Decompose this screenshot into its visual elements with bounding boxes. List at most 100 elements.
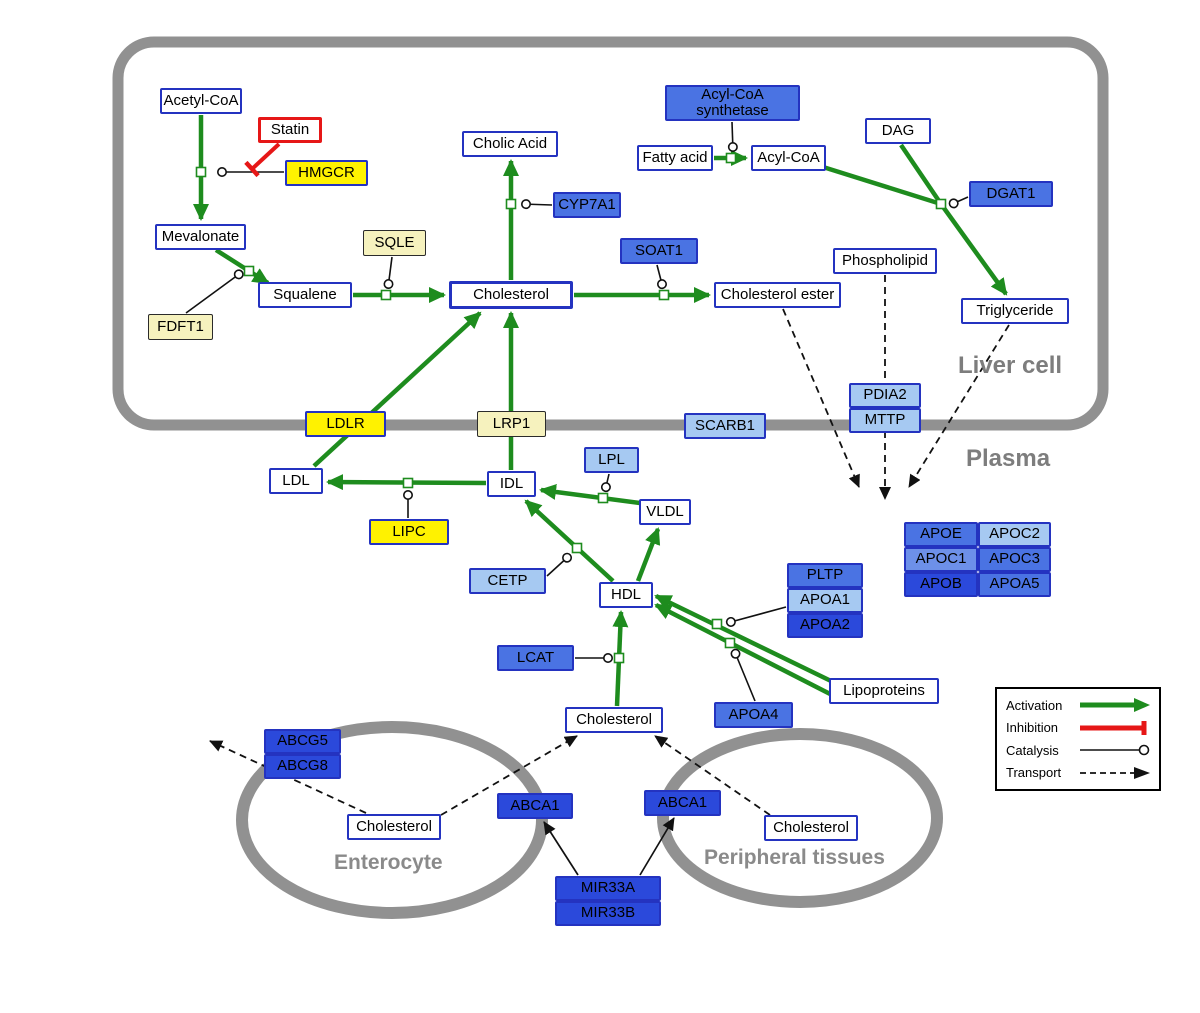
reaction-anchor (597, 492, 609, 504)
edge-dgat1-junction-to-triglyceride (939, 202, 1008, 296)
node-pdia2[interactable]: PDIA2 (849, 383, 921, 408)
node-ldlr[interactable]: LDLR (305, 411, 386, 437)
node-lcat[interactable]: LCAT (497, 645, 574, 671)
node-abca1-left[interactable]: ABCA1 (497, 793, 573, 819)
transport-dashed-arrow-icon (1080, 766, 1150, 779)
reaction-anchor (935, 198, 947, 210)
node-mttp[interactable]: MTTP (849, 408, 921, 433)
node-dag[interactable]: DAG (865, 118, 931, 144)
edge-dgat1-catalysis (948, 196, 969, 209)
node-idl[interactable]: IDL (487, 471, 536, 497)
node-apoa2[interactable]: APOA2 (787, 613, 863, 638)
reaction-anchor (380, 289, 392, 301)
node-soat1[interactable]: SOAT1 (620, 238, 698, 264)
node-cholesterol-enterocyte[interactable]: Cholesterol (347, 814, 441, 840)
node-phospholipid[interactable]: Phospholipid (833, 248, 937, 274)
edge-fdft1-catalysis (185, 269, 244, 314)
node-acyl-coa-synthetase[interactable]: Acyl-CoA synthetase (665, 85, 800, 121)
enterocyte-membrane (236, 721, 548, 919)
peripheral-tissues-label: Peripheral tissues (704, 846, 885, 869)
edge-acyl-coa-synthetase-catalysis (727, 121, 738, 153)
node-mir33a[interactable]: MIR33A (555, 876, 661, 901)
edge-mir33-to-abca1-right (639, 817, 675, 876)
edge-hdl-to-idl (524, 499, 615, 583)
node-sqle[interactable]: SQLE (363, 230, 426, 256)
node-cholesterol-liver[interactable]: Cholesterol (449, 281, 573, 309)
edge-lipoproteins-to-hdl-upper (654, 593, 832, 684)
node-abcg8[interactable]: ABCG8 (264, 754, 341, 779)
node-cholesterol-ester[interactable]: Cholesterol ester (714, 282, 841, 308)
node-fdft1[interactable]: FDFT1 (148, 314, 213, 340)
node-acyl-coa[interactable]: Acyl-CoA (751, 145, 826, 171)
node-lrp1[interactable]: LRP1 (477, 411, 546, 437)
node-lpl[interactable]: LPL (584, 447, 639, 473)
reaction-anchor (658, 289, 670, 301)
node-triglyceride[interactable]: Triglyceride (961, 298, 1069, 324)
node-scarb1[interactable]: SCARB1 (684, 413, 766, 439)
node-cholic-acid[interactable]: Cholic Acid (462, 131, 558, 157)
node-apoc3[interactable]: APOC3 (978, 547, 1051, 572)
node-acetyl-coa[interactable]: Acetyl-CoA (160, 88, 242, 114)
node-apoc1[interactable]: APOC1 (904, 547, 978, 572)
liver-cell-membrane (112, 36, 1109, 431)
legend-row-inhibition: Inhibition (1006, 720, 1150, 736)
reaction-anchor (571, 542, 583, 554)
legend-label-inhibition: Inhibition (1006, 720, 1059, 736)
node-apoc2[interactable]: APOC2 (978, 522, 1051, 547)
legend-row-catalysis: Catalysis (1006, 742, 1150, 758)
node-cholesterol-plasma[interactable]: Cholesterol (565, 707, 663, 733)
node-apoe[interactable]: APOE (904, 522, 978, 547)
node-hdl[interactable]: HDL (599, 582, 653, 608)
node-statin[interactable]: Statin (258, 117, 322, 143)
node-ldl[interactable]: LDL (269, 468, 323, 494)
edge-vldl-to-idl (539, 484, 641, 506)
reaction-anchor (711, 618, 723, 630)
node-lipc[interactable]: LIPC (369, 519, 449, 545)
edge-enterocyte-cholesterol-efflux (440, 735, 578, 816)
node-abca1-right[interactable]: ABCA1 (644, 790, 721, 816)
edge-ldl-to-cholesterol-via-ldlr (312, 311, 482, 468)
node-lipoproteins[interactable]: Lipoproteins (829, 678, 939, 704)
edge-mir33-to-abca1-left (543, 821, 579, 876)
node-abcg5[interactable]: ABCG5 (264, 729, 341, 754)
node-pltp[interactable]: PLTP (787, 563, 863, 588)
edge-cyp7a1-catalysis (520, 199, 553, 210)
node-hmgcr[interactable]: HMGCR (285, 160, 368, 186)
node-apoa1[interactable]: APOA1 (787, 588, 863, 613)
node-mevalonate[interactable]: Mevalonate (155, 224, 246, 250)
catalysis-circle-icon (1080, 744, 1150, 756)
reaction-anchor (724, 637, 736, 649)
activation-arrow-icon (1080, 698, 1150, 713)
node-fatty-acid[interactable]: Fatty acid (637, 145, 713, 171)
edge-hdl-to-vldl (635, 527, 661, 582)
node-apoa5[interactable]: APOA5 (978, 572, 1051, 597)
node-apob[interactable]: APOB (904, 572, 978, 597)
edge-cholesterol-ester-secretion (782, 308, 860, 488)
legend-label-catalysis: Catalysis (1006, 742, 1059, 758)
edge-triglyceride-secretion (908, 324, 1010, 488)
legend-label-transport: Transport (1006, 765, 1062, 781)
enterocyte-label: Enterocyte (334, 851, 443, 874)
node-cyp7a1[interactable]: CYP7A1 (553, 192, 621, 218)
edge-lpl-catalysis (600, 473, 611, 493)
node-apoa4[interactable]: APOA4 (714, 702, 793, 728)
node-dgat1[interactable]: DGAT1 (969, 181, 1053, 207)
legend: Activation Inhibition Catalysis Transpor… (995, 687, 1161, 791)
node-squalene[interactable]: Squalene (258, 282, 352, 308)
edge-dag-to-dgat1-junction (899, 143, 943, 206)
reaction-anchor (613, 652, 625, 664)
liver-cell-label: Liver cell (958, 352, 1063, 379)
node-vldl[interactable]: VLDL (639, 499, 691, 525)
node-mir33b[interactable]: MIR33B (555, 901, 661, 926)
edge-soat1-catalysis (656, 264, 667, 290)
reaction-anchor (402, 477, 414, 489)
node-cetp[interactable]: CETP (469, 568, 546, 594)
edge-statin-inhibits-hmgcr (244, 142, 281, 178)
node-cholesterol-peripheral[interactable]: Cholesterol (764, 815, 858, 841)
legend-row-transport: Transport (1006, 765, 1150, 781)
edge-cetp-catalysis (546, 552, 573, 577)
edge-sqle-catalysis (383, 256, 394, 290)
reaction-anchor (505, 198, 517, 210)
